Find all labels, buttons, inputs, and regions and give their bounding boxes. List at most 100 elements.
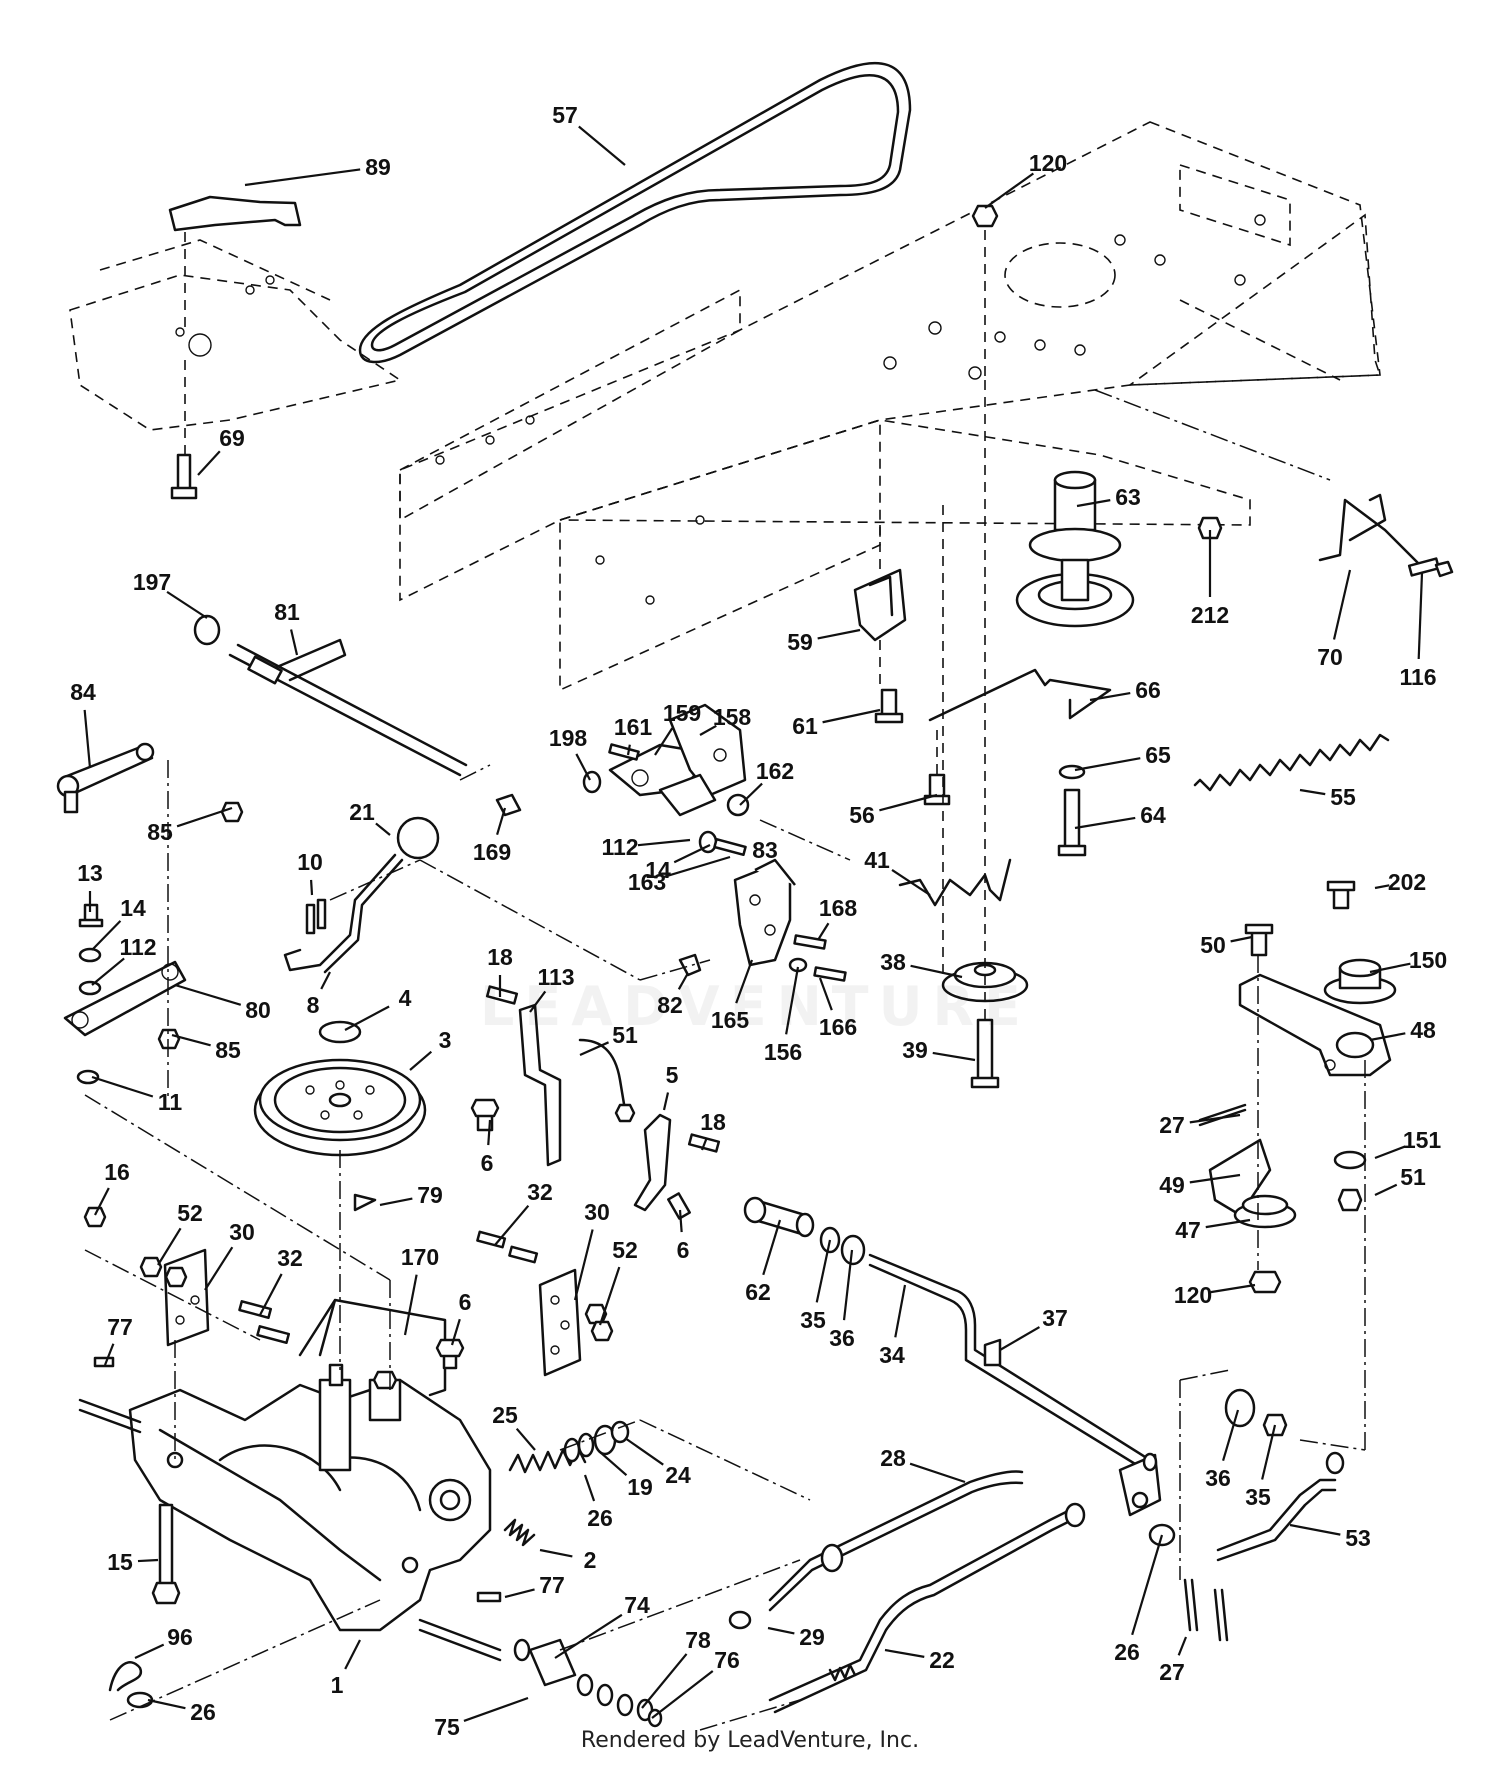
dash-panel — [69, 239, 402, 431]
leader-line — [1205, 1218, 1251, 1229]
callout-label: 62 — [745, 1279, 771, 1305]
leader-line — [735, 959, 754, 1004]
callout-6: 6 — [481, 1119, 493, 1176]
nuts-52-left — [139, 1256, 188, 1288]
callout-label: 38 — [880, 949, 906, 975]
callout-label: 1 — [331, 1672, 344, 1698]
callout-32: 32 — [494, 1179, 553, 1246]
callout-36: 36 — [829, 1249, 855, 1351]
washer-11 — [76, 1069, 100, 1085]
leader-line — [174, 983, 242, 1006]
spring-2 — [503, 1518, 536, 1547]
washers-26 — [563, 1432, 595, 1463]
leader-line — [817, 628, 861, 640]
bracket-5 — [633, 1113, 672, 1212]
callout-label: 85 — [215, 1037, 241, 1063]
callout-label: 34 — [879, 1342, 905, 1368]
callout-62: 62 — [745, 1219, 782, 1305]
callout-18: 18 — [700, 1109, 726, 1151]
retaining-ring-4 — [318, 1020, 362, 1044]
key-77-left — [93, 1356, 115, 1368]
callout-label: 77 — [107, 1314, 133, 1340]
callout-label: 36 — [829, 1325, 855, 1351]
leader-line — [909, 1462, 966, 1484]
callout-159: 159 — [654, 700, 701, 756]
callout-74: 74 — [554, 1592, 650, 1659]
callout-label: 53 — [1345, 1525, 1371, 1551]
callout-label: 26 — [190, 1699, 216, 1725]
callout-112: 112 — [601, 834, 691, 860]
bracket-30-left — [163, 1248, 210, 1347]
callout-label: 11 — [158, 1089, 183, 1115]
leader-line — [1369, 962, 1411, 974]
leader-line — [575, 753, 591, 781]
callout-label: 75 — [434, 1714, 460, 1740]
callout-113: 113 — [529, 964, 575, 1013]
callout-85: 85 — [147, 806, 233, 845]
leader-line — [663, 855, 731, 878]
callout-label: 26 — [1114, 1639, 1140, 1665]
leader-line — [762, 1219, 782, 1276]
bolt-61 — [874, 688, 904, 724]
callout-label: 89 — [365, 154, 391, 180]
callout-170: 170 — [401, 1244, 439, 1336]
callout-label: 56 — [849, 802, 875, 828]
callout-label: 2 — [584, 1547, 597, 1573]
callout-22: 22 — [884, 1647, 955, 1673]
callout-66: 66 — [1089, 677, 1161, 703]
callout-label: 30 — [584, 1199, 610, 1225]
leader-line — [134, 1643, 165, 1659]
leader-line — [309, 879, 314, 896]
watermark: LEADVENTURE — [480, 975, 1031, 1038]
leader-line — [637, 838, 691, 847]
callout-26: 26 — [583, 1474, 613, 1531]
callout-70: 70 — [1317, 569, 1352, 670]
callout-64: 64 — [1074, 802, 1166, 830]
callout-label: 10 — [297, 849, 323, 875]
callout-198: 198 — [549, 725, 591, 781]
leader-line — [598, 1266, 621, 1326]
leader-line — [344, 1639, 361, 1670]
callout-120: 120 — [984, 150, 1067, 209]
callout-11: 11 — [91, 1075, 183, 1115]
bushing-62 — [743, 1196, 815, 1238]
callout-150: 150 — [1369, 947, 1447, 974]
bracket-59 — [853, 525, 907, 690]
callout-label: 63 — [1115, 484, 1141, 510]
footer-credit: Rendered by LeadVenture, Inc. — [580, 1728, 920, 1753]
callout-18: 18 — [487, 944, 513, 997]
callout-label: 26 — [587, 1505, 613, 1531]
callout-label: 61 — [792, 713, 818, 739]
bushing-150 — [1323, 958, 1397, 1005]
callout-1: 1 — [331, 1639, 361, 1698]
callout-6: 6 — [450, 1289, 471, 1346]
callout-56: 56 — [849, 793, 938, 828]
callout-47: 47 — [1175, 1217, 1251, 1243]
bolt-69 — [170, 360, 198, 500]
leader-line — [654, 727, 674, 756]
leader-line — [157, 1227, 182, 1266]
leader-line — [83, 709, 92, 769]
callout-165: 165 — [711, 959, 754, 1033]
leader-line — [1374, 1145, 1406, 1160]
rod-66 — [928, 668, 1112, 722]
collar-22 — [1064, 1502, 1086, 1528]
leader-line — [700, 1138, 708, 1151]
callout-84: 84 — [70, 679, 96, 769]
bolt-161 — [608, 743, 640, 761]
leader-line — [891, 869, 931, 896]
washer-151 — [1333, 1150, 1367, 1170]
leader-line — [822, 708, 881, 724]
callout-89: 89 — [244, 154, 391, 187]
leader-line — [578, 125, 626, 166]
leader-line — [487, 1119, 492, 1146]
rod-41 — [898, 858, 1012, 907]
rod-22 — [768, 1508, 1072, 1702]
callout-14: 14 — [645, 844, 711, 883]
leader-line — [463, 1696, 529, 1722]
bolt-6-right — [435, 1338, 465, 1370]
callout-41: 41 — [864, 847, 931, 896]
bracket-30-right — [538, 1268, 582, 1377]
idler-pulley-63 — [1015, 470, 1135, 628]
